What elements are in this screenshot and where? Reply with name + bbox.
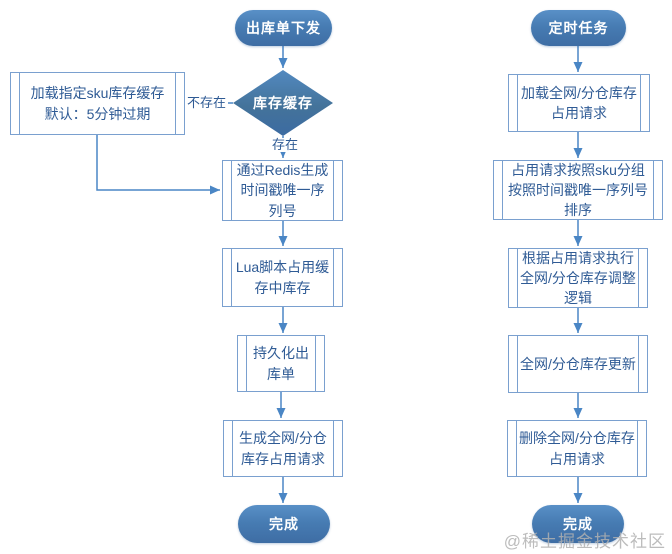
process-load-occupy-requests: 加载全网/分仓库存 占用请求 <box>508 74 650 132</box>
edge-label-not-exists: 不存在 <box>185 95 229 111</box>
process-update-inventory: 全网/分仓库存更新 <box>508 335 648 393</box>
process-group-and-sort-requests: 占用请求按照sku分组 按照时间戳唯一序列号 排序 <box>493 160 663 220</box>
edge-label-exists: 存在 <box>270 137 301 153</box>
edge-sidebox-to-redis <box>96 135 220 195</box>
process-execute-adjust-logic: 根据占用请求执行 全网/分仓库存调整 逻辑 <box>508 248 648 308</box>
process-redis-sequence: 通过Redis生成 时间戳唯一序 列号 <box>222 160 343 221</box>
process-persist-outbound-order: 持久化出 库单 <box>237 335 325 392</box>
terminator-right-done: 完成 <box>532 505 624 543</box>
terminator-outbound-order: 出库单下发 <box>235 10 332 46</box>
process-lua-occupy-cache: Lua脚本占用缓 存中库存 <box>222 248 343 307</box>
process-delete-occupy-requests: 删除全网/分仓库存 占用请求 <box>507 420 647 477</box>
watermark: @稀土掘金技术社区 <box>503 532 666 551</box>
terminator-left-done: 完成 <box>238 505 330 543</box>
process-load-sku-cache: 加载指定sku库存缓存 默认：5分钟过期 <box>10 72 185 135</box>
process-generate-occupy-request: 生成全网/分仓 库存占用请求 <box>223 420 343 477</box>
terminator-scheduled-task: 定时任务 <box>531 10 626 46</box>
